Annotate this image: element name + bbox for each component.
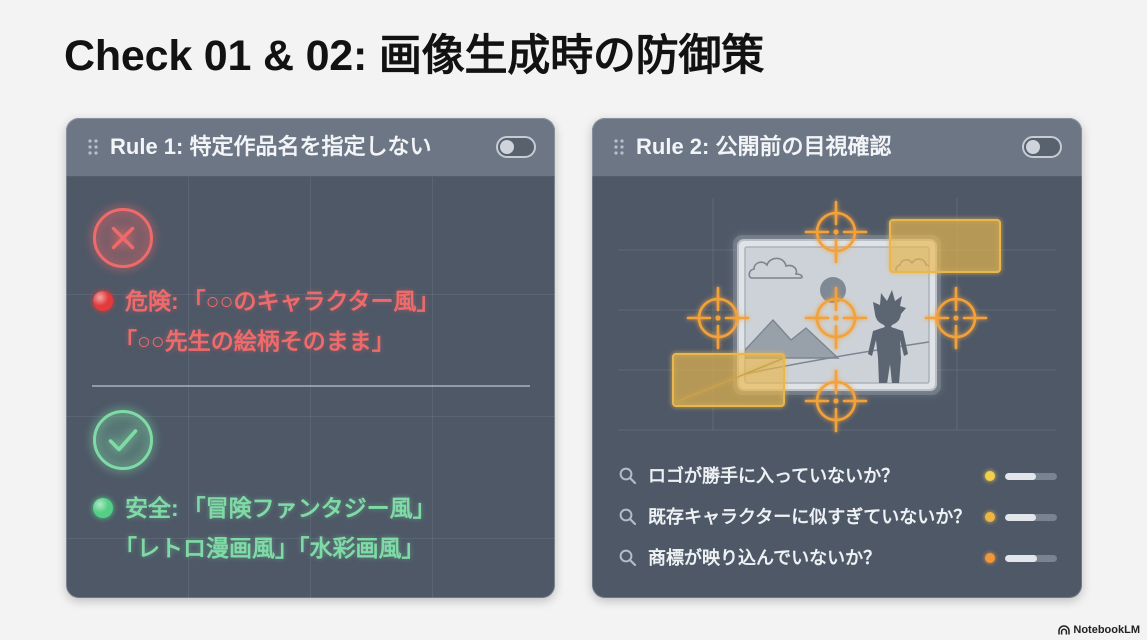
status-dot-icon xyxy=(985,512,995,522)
rule2-card: Rule 2: 公開前の目視確認 xyxy=(592,118,1082,598)
highlight-box-icon xyxy=(672,353,785,407)
rule2-header: Rule 2: 公開前の目視確認 xyxy=(592,118,1082,177)
crosshair-icon xyxy=(804,200,868,264)
search-icon xyxy=(619,549,637,567)
rule1-header: Rule 1: 特定作品名を指定しない xyxy=(66,118,555,177)
character-silhouette-icon xyxy=(868,290,908,383)
check-progress-bar xyxy=(1005,514,1057,521)
x-circle-icon xyxy=(93,208,153,268)
mountain-icon xyxy=(745,318,840,359)
status-dot-icon xyxy=(985,553,995,563)
check-circle-icon xyxy=(93,410,153,470)
check-item: ロゴが勝手に入っていないか？ xyxy=(592,461,1082,491)
highlight-box-icon xyxy=(889,219,1001,273)
rule2-title: Rule 2: 公開前の目視確認 xyxy=(636,134,892,159)
check-item: 既存キャラクターに似すぎていないか？ xyxy=(592,502,1082,532)
crosshair-icon xyxy=(804,286,868,350)
status-dot-icon xyxy=(985,471,995,481)
danger-label: 危険: xyxy=(125,288,179,314)
cloud-icon xyxy=(748,257,803,279)
rule1-card: Rule 1: 特定作品名を指定しない 危険: 「○○のキャラクター風」 「○○… xyxy=(66,118,555,598)
check-progress-bar xyxy=(1005,473,1057,480)
notebooklm-brand: NotebookLM xyxy=(1058,623,1140,637)
crosshair-icon xyxy=(686,286,750,350)
search-icon xyxy=(619,467,637,485)
sun-icon xyxy=(820,277,846,303)
check-item-label: 既存キャラクターに似すぎていないか？ xyxy=(648,507,972,527)
brand-name: NotebookLM xyxy=(1073,624,1140,636)
check-progress-bar xyxy=(1005,555,1057,562)
danger-example-1: 「○○のキャラクター風」 xyxy=(182,288,440,314)
safe-example-1: 「冒険ファンタジー風」 xyxy=(182,495,436,521)
toggle-knob xyxy=(1026,140,1040,154)
danger-dot-icon xyxy=(93,291,113,311)
inspection-illustration xyxy=(618,198,1056,433)
toggle-knob xyxy=(500,140,514,154)
check-item-label: ロゴが勝手に入っていないか？ xyxy=(648,466,900,486)
check-progress-fill xyxy=(1005,473,1037,480)
danger-row: 危険: 「○○のキャラクター風」 xyxy=(93,286,440,316)
drag-handle-icon[interactable] xyxy=(87,138,99,156)
drag-handle-icon[interactable] xyxy=(613,138,625,156)
crosshair-icon xyxy=(924,286,988,350)
safe-row: 安全: 「冒険ファンタジー風」 xyxy=(93,493,436,523)
check-item-label: 商標が映り込んでいないか？ xyxy=(648,548,882,568)
check-progress-fill xyxy=(1005,514,1037,521)
safe-dot-icon xyxy=(93,498,113,518)
crosshair-icon xyxy=(804,369,868,433)
rule1-toggle[interactable] xyxy=(496,136,536,158)
notebooklm-logo-icon xyxy=(1058,625,1071,635)
rule2-toggle[interactable] xyxy=(1022,136,1062,158)
search-icon xyxy=(619,508,637,526)
section-divider xyxy=(92,385,530,387)
safe-example-2: 「レトロ漫画風」「水彩画風」 xyxy=(114,535,425,561)
rule1-title: Rule 1: 特定作品名を指定しない xyxy=(110,134,432,159)
check-item: 商標が映り込んでいないか？ xyxy=(592,543,1082,573)
check-progress-fill xyxy=(1005,555,1038,562)
slide-title: Check 01 & 02: 画像生成時の防御策 xyxy=(64,32,765,80)
danger-example-2: 「○○先生の絵柄そのまま」 xyxy=(114,328,395,354)
card-grid-background xyxy=(66,177,555,598)
safe-label: 安全: xyxy=(125,495,179,521)
